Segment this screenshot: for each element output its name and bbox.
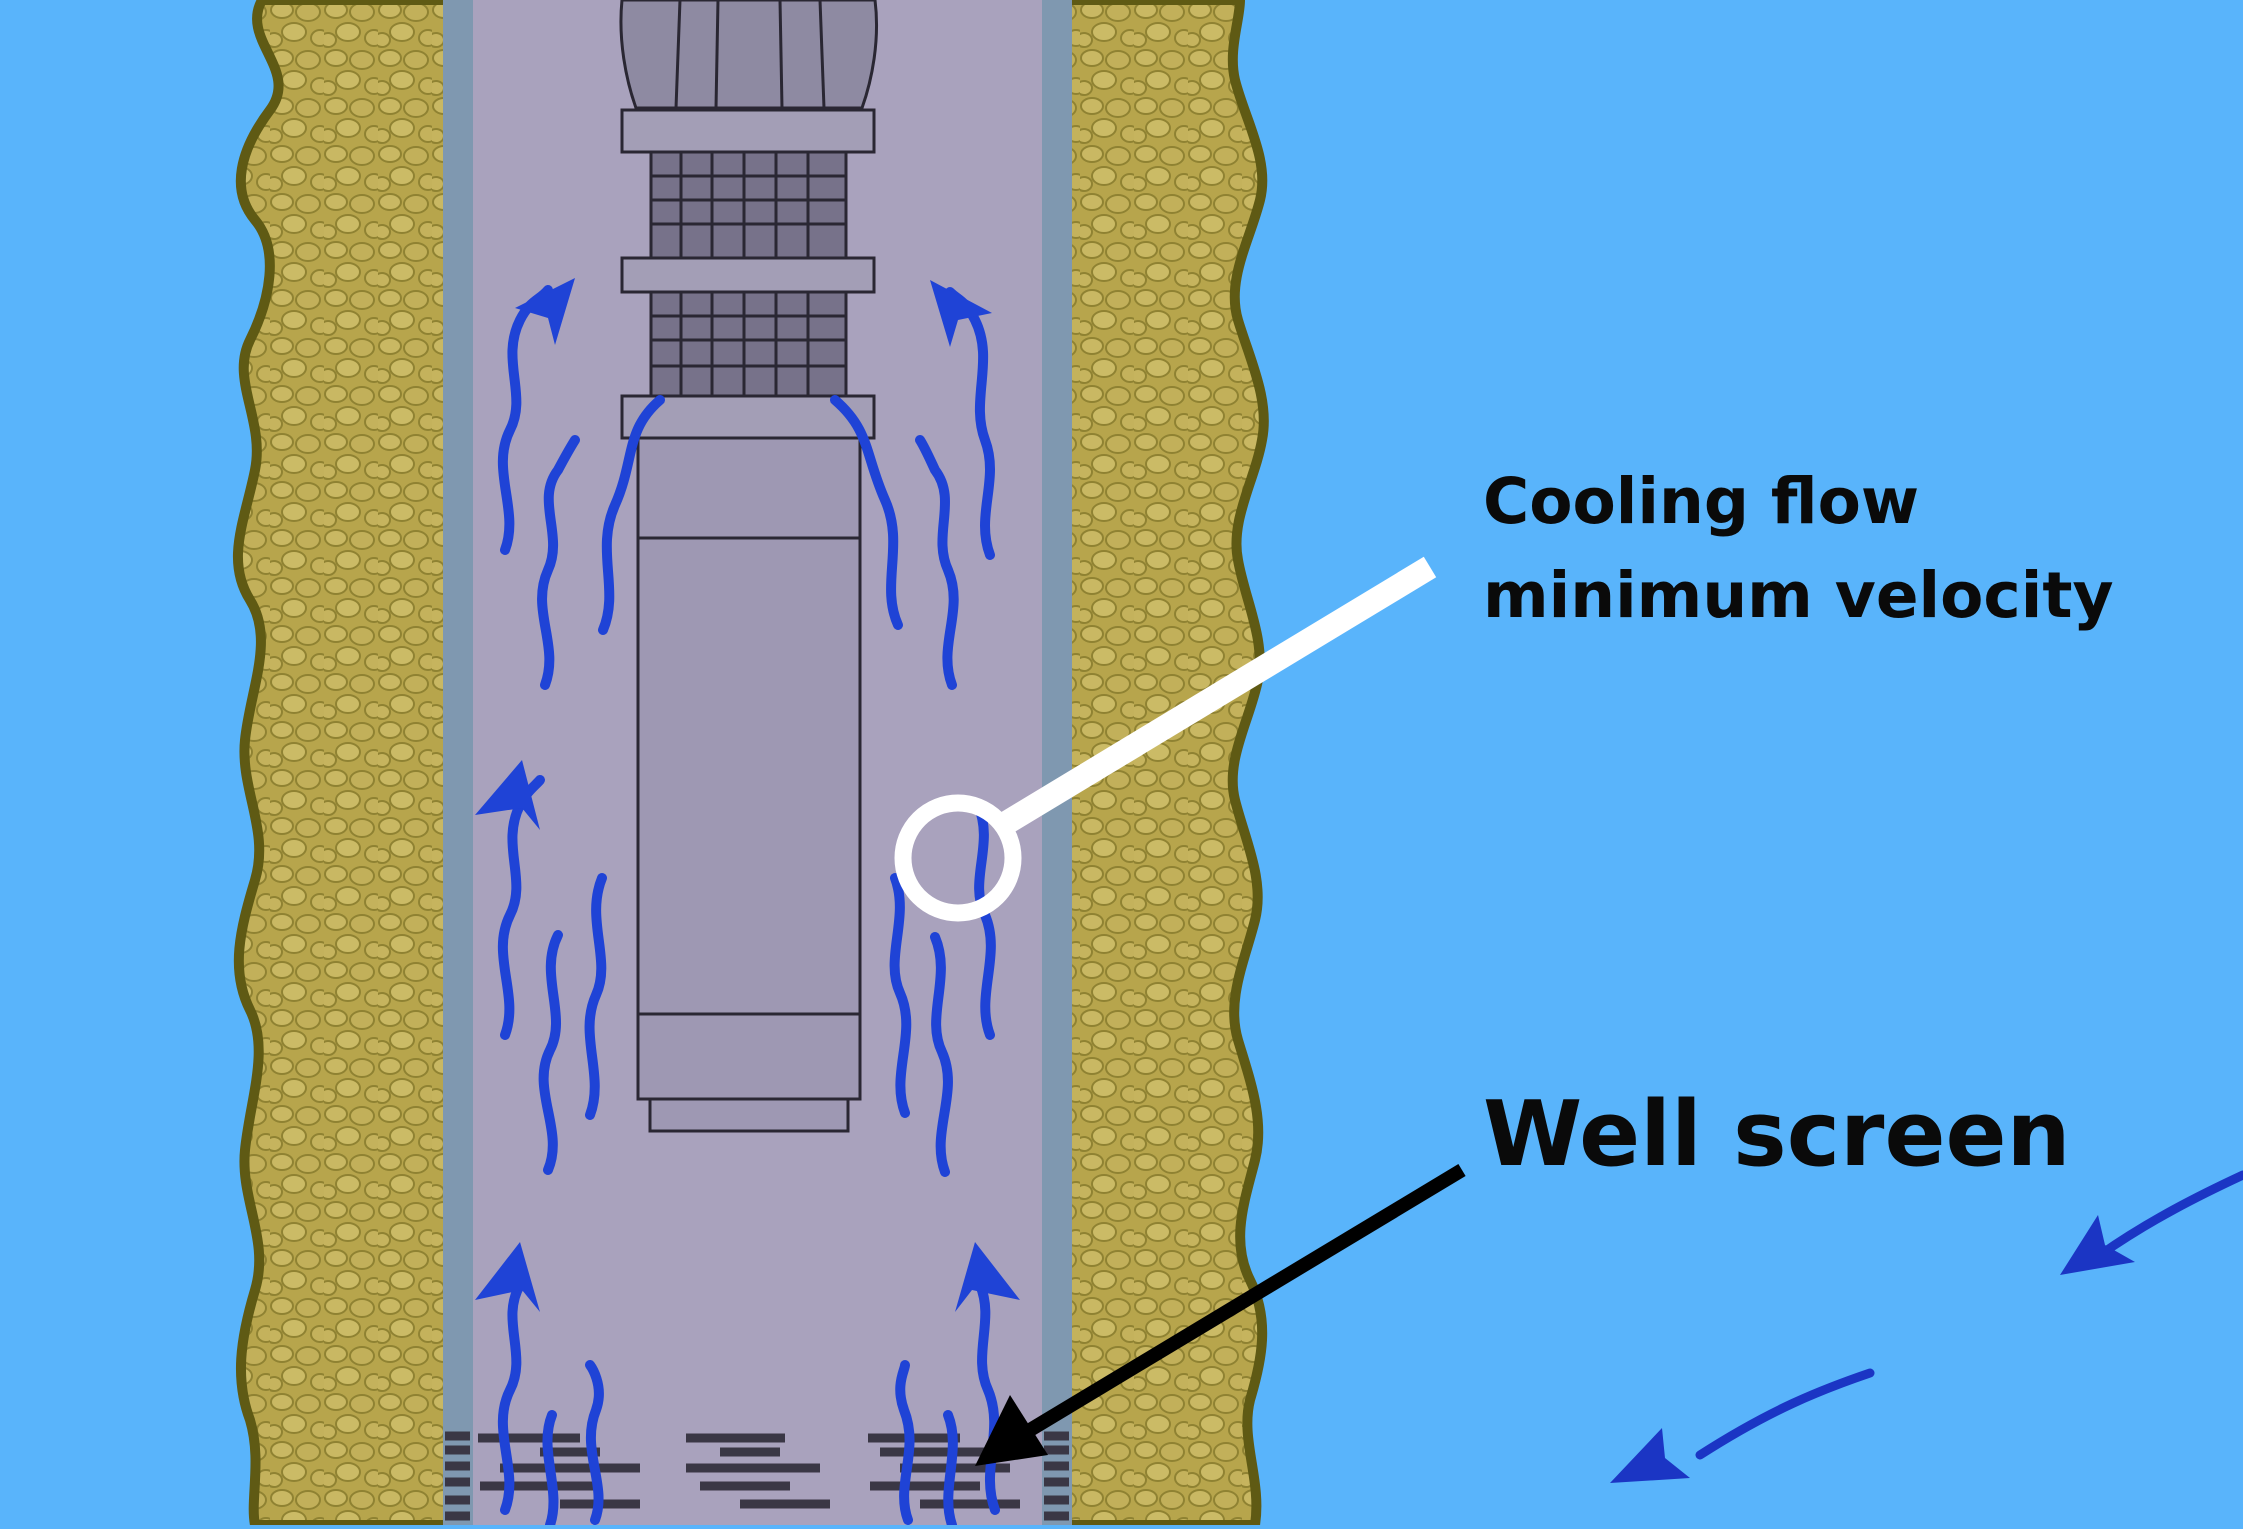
flow-stream	[497, 1280, 525, 1515]
pump-intake-lower	[649, 290, 848, 398]
flow-stream	[537, 435, 580, 690]
flow-stream	[542, 1410, 559, 1529]
flow-stream	[915, 435, 959, 690]
flow-stream	[943, 1410, 958, 1529]
flow-stream	[975, 1280, 1000, 1515]
flow-stream	[585, 1360, 604, 1525]
pump-head	[619, 0, 879, 154]
flow-stream	[538, 930, 563, 1175]
cooling-flow-label: Cooling flow minimum velocity	[1483, 455, 2114, 643]
cooling-flow-streams	[497, 285, 1000, 1529]
cooling-flow-callout	[894, 556, 1437, 922]
flow-stream	[930, 932, 953, 1177]
callout-ring-icon	[894, 794, 1022, 922]
flow-stream	[584, 873, 607, 1120]
casing-wall-left	[443, 0, 473, 1525]
pump-motor	[636, 436, 862, 1133]
flow-stream	[830, 395, 903, 630]
well-screen-label: Well screen	[1483, 1082, 2071, 1187]
pump-intake-upper	[649, 150, 848, 260]
flow-arrow-icon	[475, 278, 1020, 1312]
flow-stream	[895, 1360, 915, 1525]
aquifer-inflow-arrow-icon	[1610, 1170, 2243, 1483]
flow-stream	[598, 395, 665, 635]
cooling-flow-label-line2: minimum velocity	[1483, 559, 2114, 632]
cooling-flow-label-line1: Cooling flow	[1483, 465, 1920, 538]
flow-stream	[889, 873, 912, 1118]
pump-collar-middle	[620, 256, 876, 294]
casing-wall-right	[1042, 0, 1072, 1525]
well-screen-pointer	[975, 1164, 1466, 1466]
